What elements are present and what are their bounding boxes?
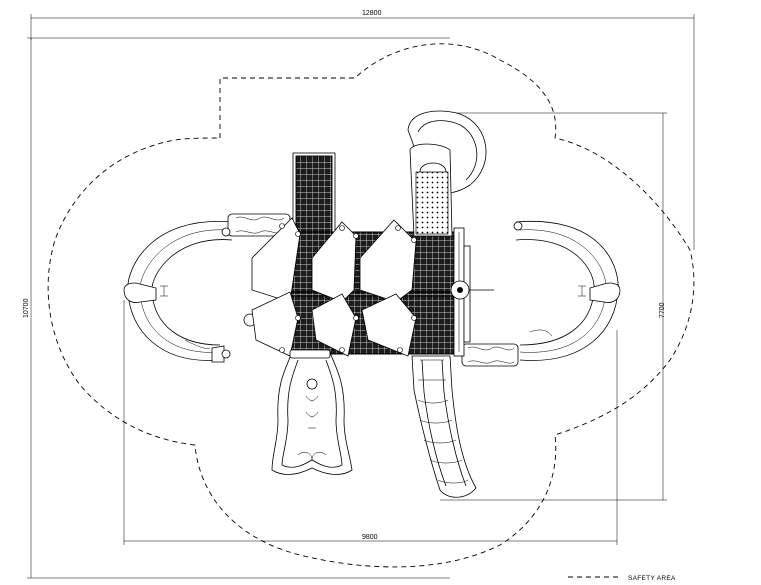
dim-label-overall-width: 12800	[362, 10, 382, 17]
steering-wheel	[450, 280, 494, 300]
dim-label-equipment-depth: 7700	[659, 302, 666, 318]
fish-tail-slide	[271, 349, 353, 475]
safety-area-outline	[47, 43, 695, 568]
dim-label-overall-depth: 10700	[23, 298, 30, 318]
dimension-overall-width: 12800	[30, 10, 695, 250]
legend-safety-area-label: SAFETY AREA	[628, 575, 676, 582]
spiral-slide	[407, 110, 487, 237]
wavy-slide	[411, 355, 477, 498]
top-climbing-net	[292, 152, 336, 240]
roof-panels	[251, 217, 417, 357]
dim-label-equipment-width: 9800	[362, 534, 378, 541]
dimension-equipment-depth: 7700	[440, 112, 667, 501]
legend: SAFETY AREA	[568, 575, 676, 582]
right-curved-tunnel	[461, 220, 621, 367]
dimension-equipment-width: 9800	[123, 300, 618, 545]
dimension-overall-depth: 10700	[23, 37, 450, 579]
